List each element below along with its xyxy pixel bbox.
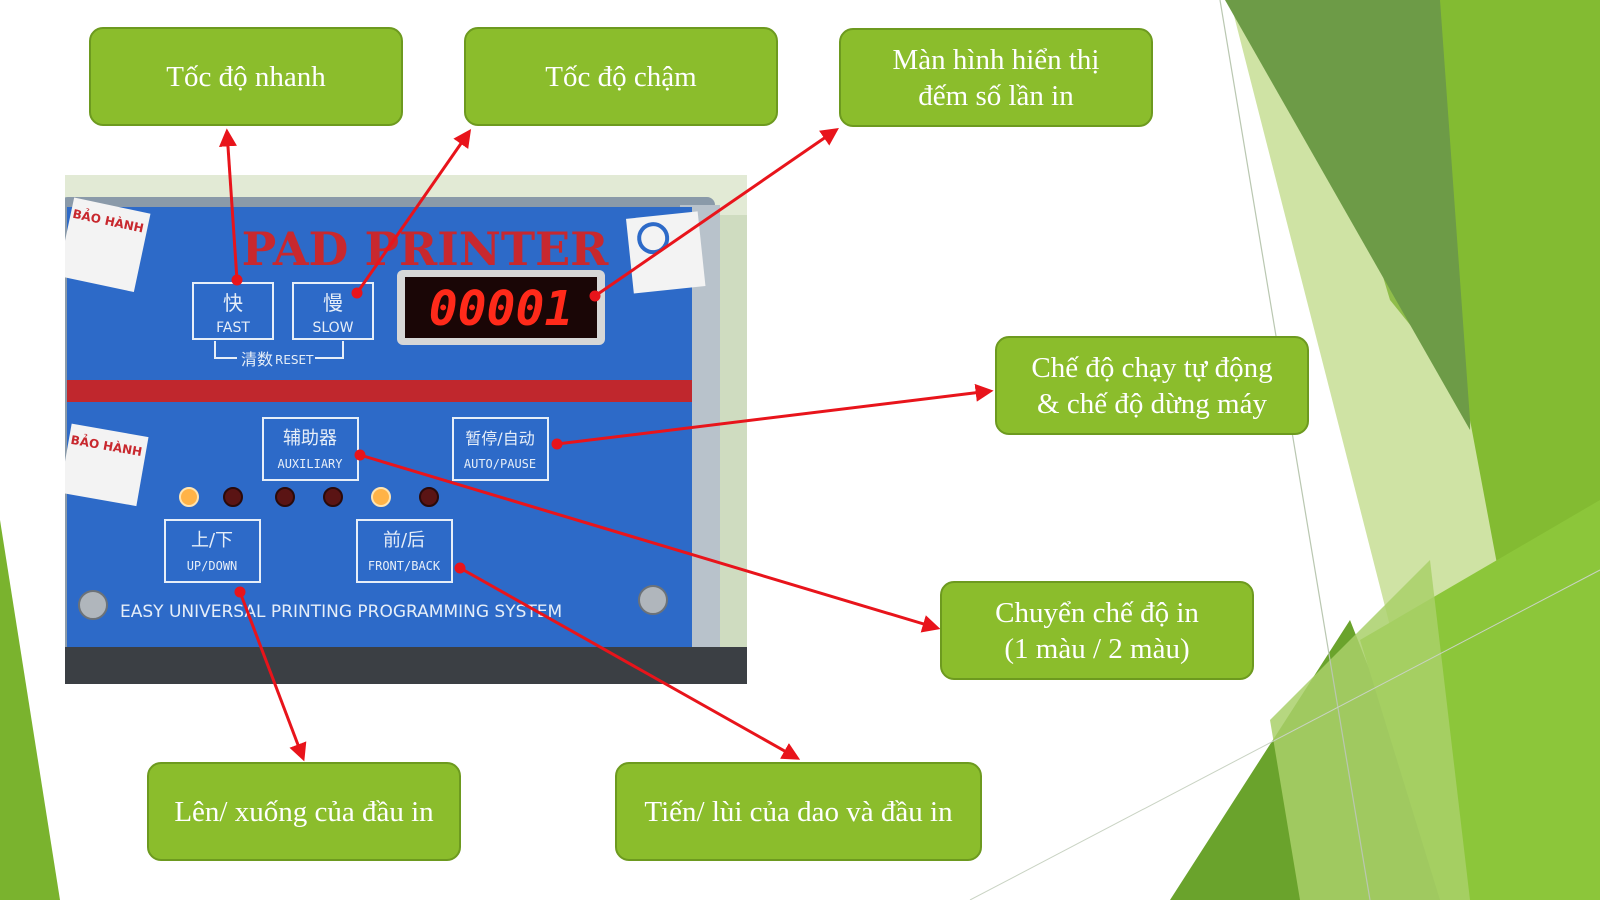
red-divider-band [67, 380, 692, 402]
up-down-button[interactable]: 上/下 UP/DOWN [164, 519, 261, 583]
auxiliary-button-cn: 辅助器 [283, 428, 337, 449]
callout-auxiliary-line1: Chuyển chế độ in [995, 596, 1199, 629]
bottom-shard-light [1270, 560, 1470, 900]
reset-bracket [214, 341, 344, 359]
callout-up-down-text: Lên/ xuống của đầu in [174, 795, 434, 828]
arrow-slow [355, 129, 472, 294]
arrow-dot-auxiliary [354, 449, 366, 461]
arrow-dot-front-back [454, 562, 466, 574]
slow-button[interactable]: 慢 SLOW [292, 282, 374, 340]
indicator-led [323, 487, 343, 507]
front-back-button[interactable]: 前/后 FRONT/BACK [356, 519, 453, 583]
warranty-sticker-top: BẢO HÀNH [65, 197, 151, 293]
auto-pause-button-en: AUTO/PAUSE [464, 457, 536, 471]
system-label: EASY UNIVERSAL PRINTING PROGRAMMING SYST… [120, 602, 562, 622]
arrow-auxiliary [359, 453, 941, 633]
indicator-led [419, 487, 439, 507]
control-panel-photo: PAD PRINTER 00001 快 FAST 慢 SLOW 清数 RESET… [65, 175, 747, 684]
thin-diagonal-line-2 [969, 569, 1600, 900]
screw-right [638, 585, 668, 615]
arrow-auto-pause [556, 383, 994, 446]
callout-display-line2: đếm số lần in [918, 79, 1074, 112]
arrow-up-down [238, 591, 307, 762]
auto-pause-button[interactable]: 暂停/自动 AUTO/PAUSE [452, 417, 549, 481]
auto-pause-button-cn: 暂停/自动 [465, 429, 534, 448]
dealer-logo [637, 222, 670, 255]
auxiliary-button-en: AUXILIARY [277, 457, 343, 471]
callout-front-back-text: Tiến/ lùi của dao và đầu in [644, 795, 953, 828]
callout-auto-pause-line2: & chế độ dừng máy [1037, 387, 1267, 420]
front-back-button-cn: 前/后 [383, 530, 425, 551]
screw-left [78, 590, 108, 620]
arrow-dot-auto-pause [551, 438, 563, 450]
fast-button-cn: 快 [223, 291, 243, 315]
reset-label-en: RESET [275, 353, 314, 367]
slow-button-cn: 慢 [323, 291, 343, 315]
auxiliary-button[interactable]: 辅助器 AUXILIARY [262, 417, 359, 481]
indicator-led [275, 487, 295, 507]
slow-button-en: SLOW [312, 320, 353, 336]
callout-auxiliary-line2: (1 màu / 2 màu) [1004, 632, 1190, 665]
arrow-front-back [459, 566, 801, 760]
thin-diagonal-line [1219, 0, 1371, 900]
reset-label-cn: 清数 [241, 350, 273, 369]
arrow-display [594, 127, 839, 298]
callout-display-line1: Màn hình hiển thị [892, 43, 1100, 76]
callout-slow: Tốc độ chậm [464, 27, 778, 126]
fast-button-en: FAST [216, 320, 250, 336]
left-green-shard [0, 520, 60, 900]
right-shard-dark [1225, 0, 1480, 430]
callout-slow-text: Tốc độ chậm [545, 60, 697, 93]
up-down-button-en: UP/DOWN [187, 559, 238, 573]
indicator-led [371, 487, 391, 507]
callout-fast: Tốc độ nhanh [89, 27, 403, 126]
arrow-dot-slow [351, 287, 363, 299]
warranty-sticker-bottom: BẢO HÀNH [65, 423, 149, 507]
arrow-dot-fast [231, 274, 243, 286]
counter-display [405, 277, 597, 338]
callout-up-down: Lên/ xuống của đầu in [147, 762, 461, 861]
indicator-led [179, 487, 199, 507]
indicator-led [223, 487, 243, 507]
arrow-dot-display [589, 290, 601, 302]
panel-title: PAD PRINTER [242, 222, 610, 276]
arrow-dot-up-down [234, 586, 246, 598]
counter-value: 00001 [429, 281, 574, 337]
callout-display: Màn hình hiển thị đếm số lần in [839, 28, 1153, 127]
callout-auto-pause-line1: Chế độ chạy tự động [1031, 351, 1273, 384]
callout-auxiliary: Chuyển chế độ in (1 màu / 2 màu) [940, 581, 1254, 680]
callout-fast-text: Tốc độ nhanh [166, 60, 326, 93]
callout-auto-pause: Chế độ chạy tự động & chế độ dừng máy [995, 336, 1309, 435]
control-panel-drawing: PAD PRINTER 00001 快 FAST 慢 SLOW 清数 RESET… [65, 175, 747, 684]
indicator-leds [179, 487, 439, 507]
arrow-fast [218, 128, 239, 281]
callout-front-back: Tiến/ lùi của dao và đầu in [615, 762, 982, 861]
front-back-button-en: FRONT/BACK [368, 559, 441, 573]
up-down-button-cn: 上/下 [191, 530, 233, 551]
